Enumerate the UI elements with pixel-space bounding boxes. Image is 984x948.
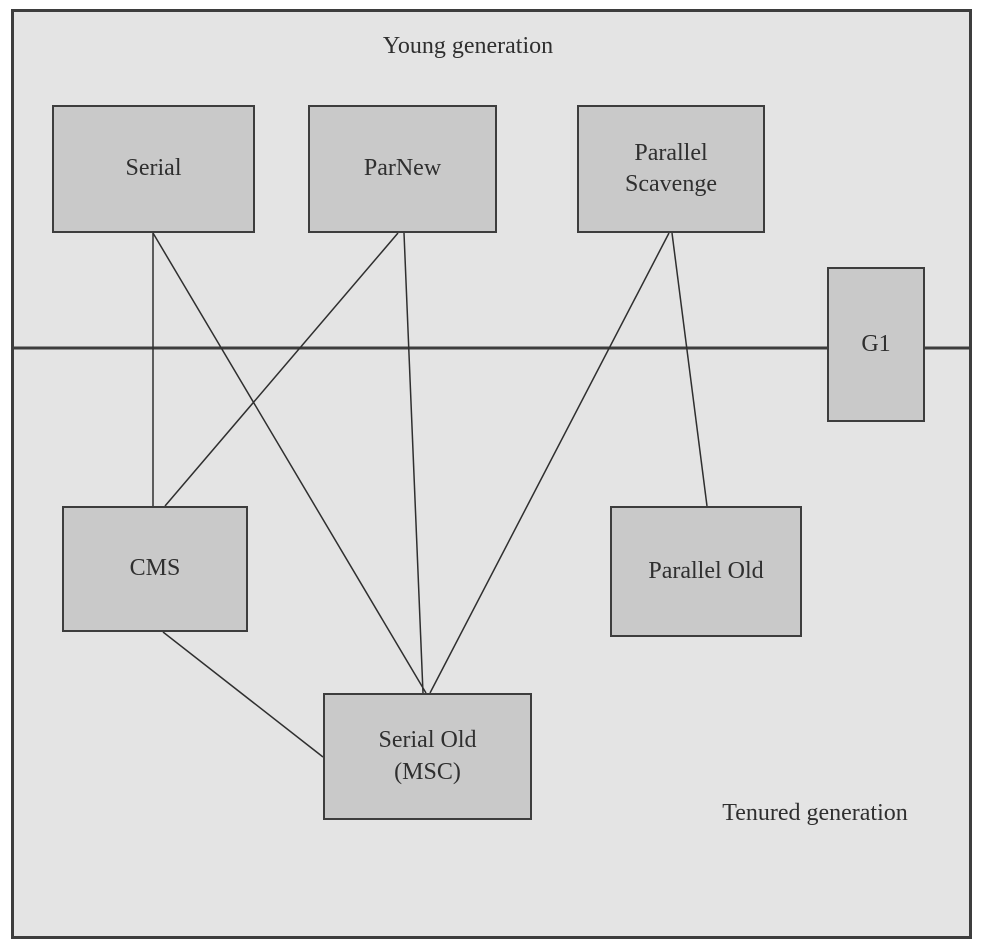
node-serial-label: Serial [125, 155, 182, 182]
node-parnew: ParNew [308, 105, 497, 233]
node-parnew-label: ParNew [363, 155, 442, 182]
node-cms-label: CMS [129, 555, 181, 582]
node-serial-old-label-line2: (MSC) [394, 758, 461, 785]
edge-parallel-scavenge-serial-old [429, 232, 670, 694]
edge-parnew-cms [164, 232, 399, 507]
edge-cms-serial-old [162, 631, 324, 758]
young-generation-text: Young generation [382, 33, 554, 59]
node-serial-old-label-line1: Serial Old [378, 727, 477, 754]
node-parallel-old-label: Parallel Old [648, 557, 764, 584]
tenured-generation-text: Tenured generation [722, 800, 908, 826]
node-cms: CMS [62, 506, 248, 632]
node-g1-label: G1 [861, 330, 891, 357]
node-parallel-old: Parallel Old [610, 506, 802, 637]
node-serial-old: Serial Old (MSC) [323, 693, 532, 820]
node-serial: Serial [52, 105, 255, 233]
edge-parallel-scavenge-parallel-old [671, 232, 708, 507]
tenured-generation-label: Tenured generation [690, 800, 940, 827]
edge-parnew-serial-old [403, 232, 424, 694]
node-parallel-scavenge-label-line1: Parallel [634, 139, 708, 166]
node-parallel-scavenge: Parallel Scavenge [577, 105, 765, 233]
node-g1: G1 [827, 267, 925, 422]
node-parallel-scavenge-label-line2: Scavenge [625, 171, 717, 197]
edge-serial-serial-old [152, 232, 427, 694]
young-generation-label: Young generation [328, 33, 608, 60]
